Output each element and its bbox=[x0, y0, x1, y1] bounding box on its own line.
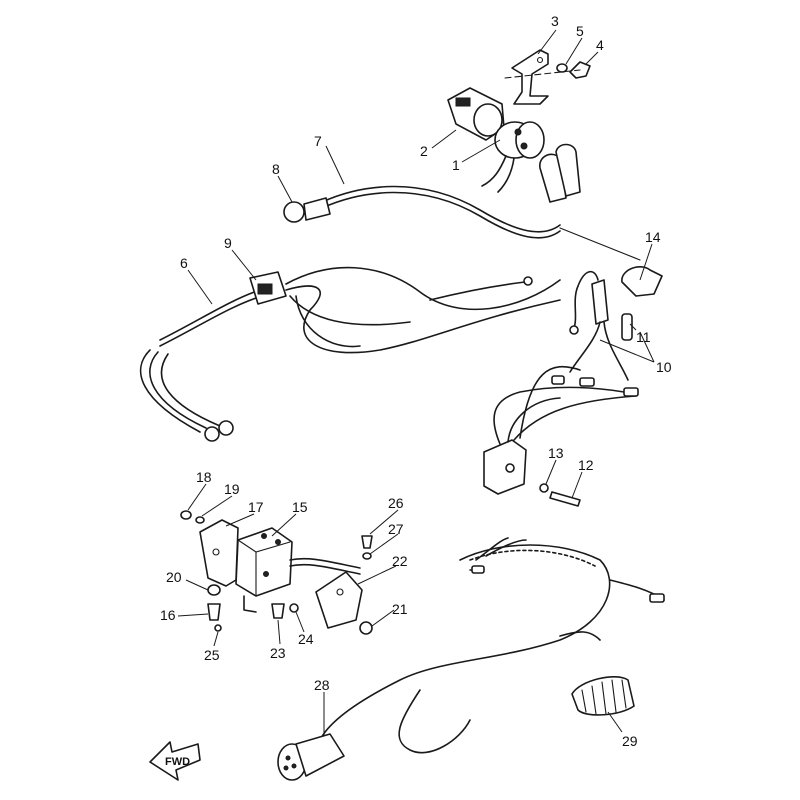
part-27-washer bbox=[362, 552, 372, 560]
callout-12: 12 bbox=[578, 457, 594, 473]
part-6-battery-cable bbox=[139, 289, 263, 442]
callout-16: 16 bbox=[160, 607, 176, 623]
part-2-holder bbox=[447, 87, 505, 141]
callout-25: 25 bbox=[204, 647, 220, 663]
part-13-washer bbox=[539, 483, 549, 493]
callout-19: 19 bbox=[224, 481, 240, 497]
callout-20: 20 bbox=[166, 569, 182, 585]
callout-13: 13 bbox=[548, 445, 564, 461]
callout-7: 7 bbox=[314, 133, 322, 149]
callout-29: 29 bbox=[622, 733, 638, 749]
callout-21: 21 bbox=[392, 601, 408, 617]
part-18-screw bbox=[180, 510, 192, 520]
leader-lines bbox=[177, 29, 655, 736]
part-8-terminal bbox=[283, 197, 331, 223]
callout-9: 9 bbox=[224, 235, 232, 251]
part-10-fuse-holder bbox=[569, 270, 629, 381]
callout-27: 27 bbox=[388, 521, 404, 537]
callout-24: 24 bbox=[298, 631, 314, 647]
part-15-relay bbox=[235, 527, 361, 613]
part-17-bracket bbox=[199, 519, 239, 587]
part-26-screw bbox=[361, 535, 373, 549]
callout-14: 14 bbox=[645, 229, 661, 245]
part-7-cable bbox=[321, 185, 561, 233]
part-16-bolt bbox=[207, 603, 221, 621]
regulator-unit bbox=[483, 366, 639, 495]
callout-17: 17 bbox=[248, 499, 264, 515]
callout-23: 23 bbox=[270, 645, 286, 661]
callout-8: 8 bbox=[272, 161, 280, 177]
callout-22: 22 bbox=[392, 553, 408, 569]
callout-2: 2 bbox=[420, 143, 428, 159]
callout-18: 18 bbox=[196, 469, 212, 485]
callout-15: 15 bbox=[292, 499, 308, 515]
callout-labels: 3 5 4 2 1 7 8 9 6 14 11 10 13 12 18 19 1… bbox=[160, 13, 672, 749]
part-14-clamp bbox=[621, 266, 663, 297]
callout-28: 28 bbox=[314, 677, 330, 693]
part-22-plate bbox=[315, 571, 363, 629]
part-11-fuse bbox=[621, 313, 633, 341]
wiring-harness bbox=[319, 537, 665, 754]
callout-10: 10 bbox=[656, 359, 672, 375]
part-28-plug bbox=[277, 733, 345, 781]
callout-6: 6 bbox=[180, 255, 188, 271]
part-24-washer bbox=[289, 603, 299, 613]
part-29-sleeve bbox=[571, 676, 635, 716]
callout-3: 3 bbox=[551, 13, 559, 29]
part-25-washer bbox=[214, 624, 222, 632]
boot-connectors bbox=[539, 143, 581, 203]
callout-26: 26 bbox=[388, 495, 404, 511]
part-12-bolt bbox=[549, 491, 581, 507]
callout-11: 11 bbox=[636, 329, 651, 345]
part-3-bracket bbox=[511, 49, 549, 105]
callout-4: 4 bbox=[596, 37, 604, 53]
part-19-washer bbox=[195, 516, 205, 524]
part-21-bolt bbox=[359, 621, 373, 635]
part-9-grommet bbox=[249, 271, 287, 305]
callout-5: 5 bbox=[576, 23, 584, 39]
part-1-switch bbox=[481, 121, 545, 193]
part-23-screw bbox=[271, 603, 285, 619]
callout-1: 1 bbox=[452, 157, 460, 173]
fwd-direction-arrow: FWD bbox=[149, 741, 201, 781]
fwd-label: FWD bbox=[165, 756, 190, 768]
part-20-grommet bbox=[207, 584, 221, 596]
part-5-washer bbox=[556, 63, 568, 73]
